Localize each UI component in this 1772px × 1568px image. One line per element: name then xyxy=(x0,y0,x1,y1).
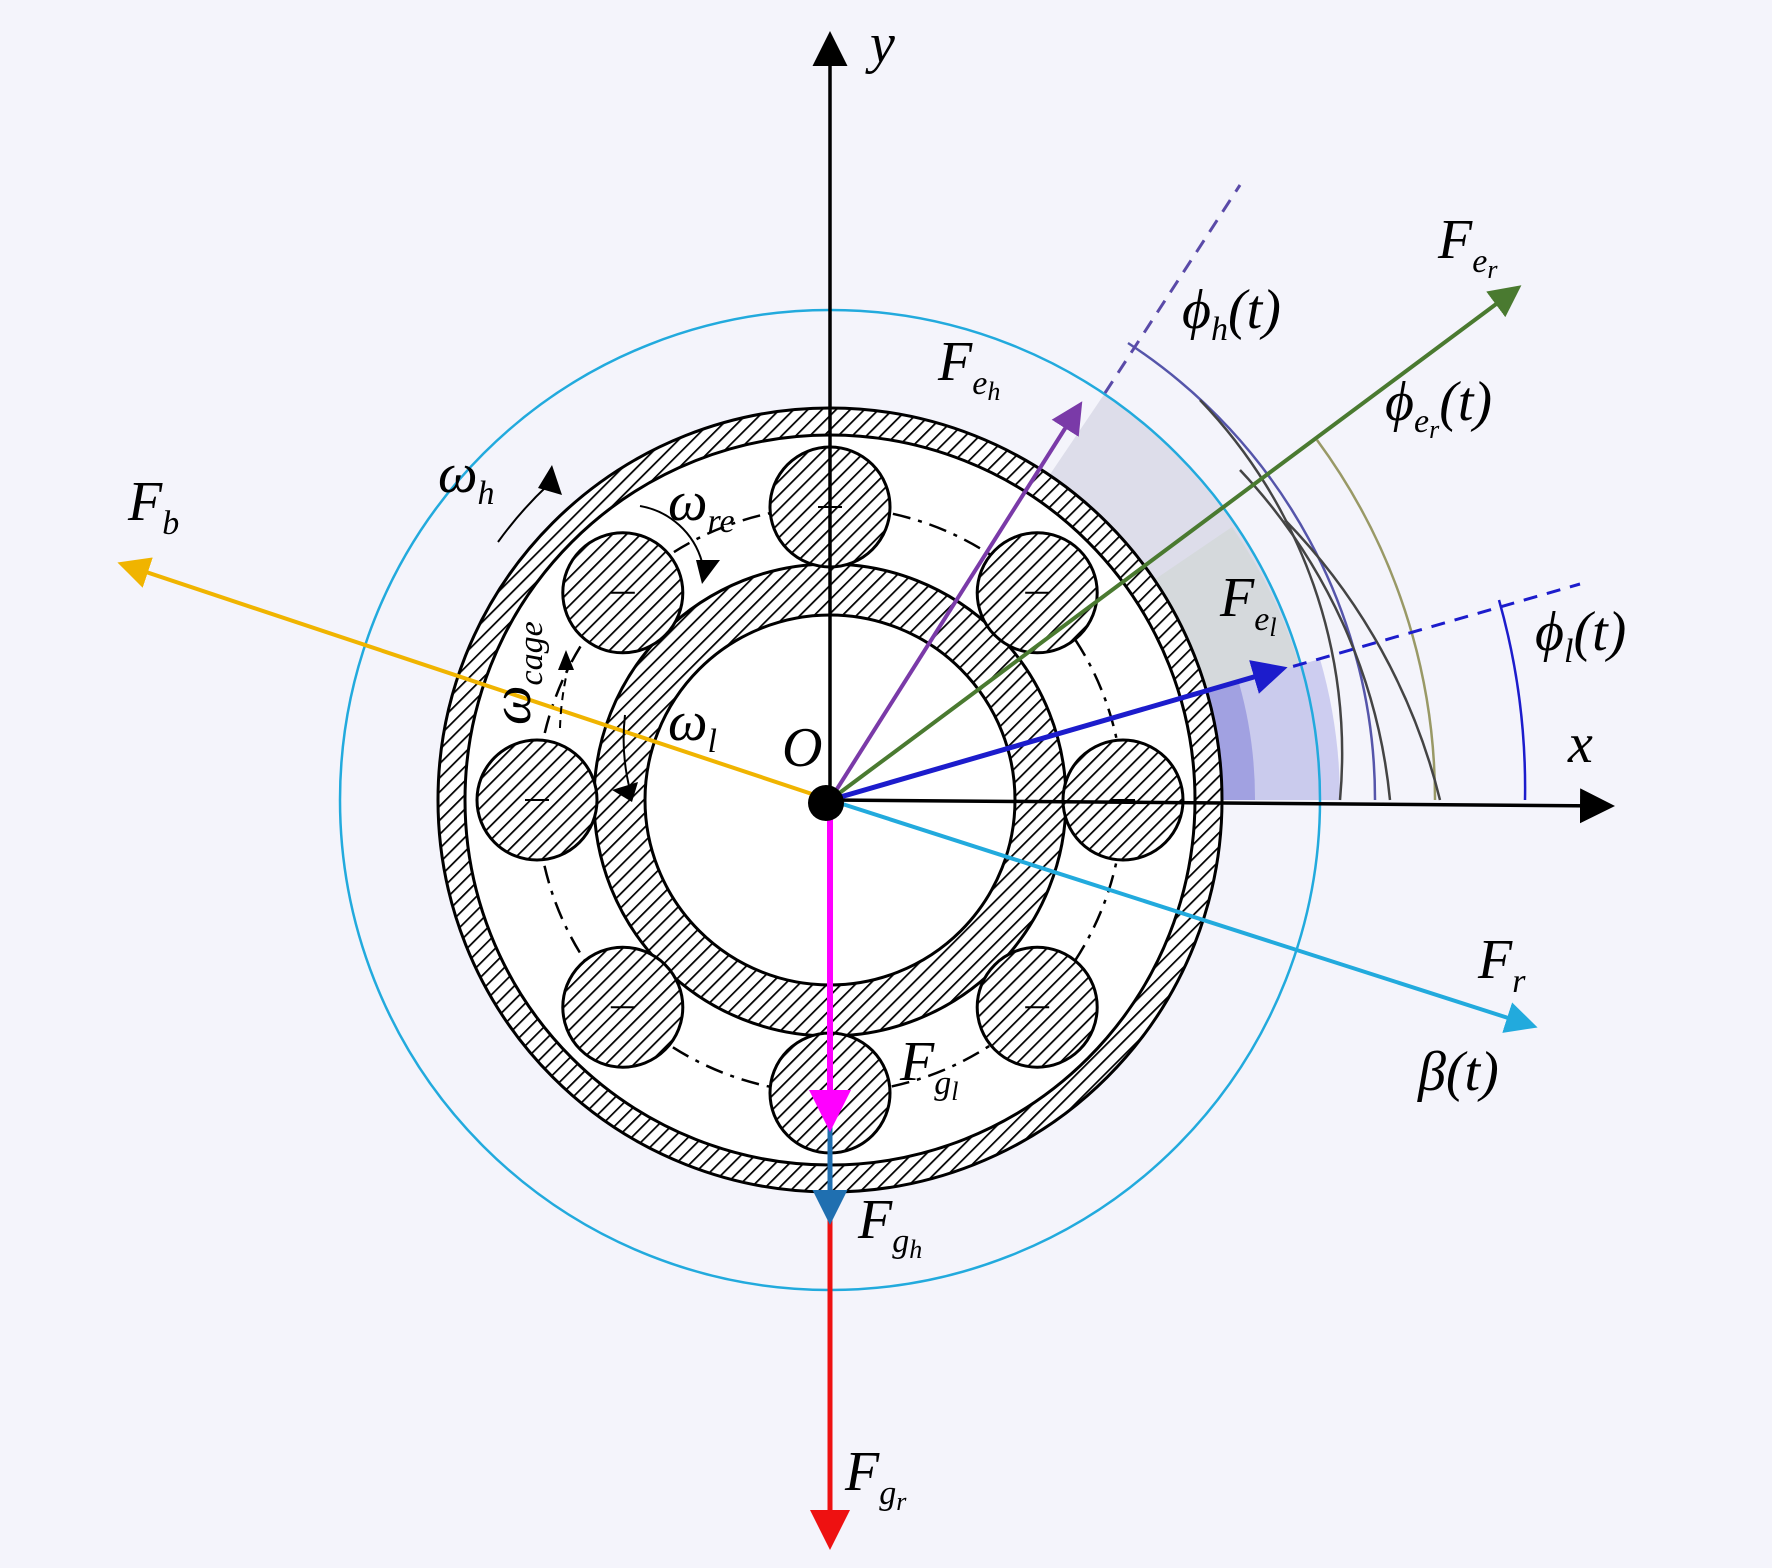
force-F-el-arrow xyxy=(829,660,1288,803)
force-F-er-arrow xyxy=(828,285,1522,802)
label-F-el: Fel xyxy=(1219,567,1277,642)
axes xyxy=(812,31,1615,824)
arc-phi-l xyxy=(1497,599,1527,801)
omega-re-arrowhead xyxy=(696,560,720,584)
force-F-eh-arrow xyxy=(828,401,1083,802)
omega-h-arc xyxy=(497,484,549,543)
label-omega-h: ωh xyxy=(438,443,495,512)
arc-phi-er xyxy=(1315,439,1437,801)
label-F-gr: Fgr xyxy=(844,1441,907,1516)
label-omega-l: ωl xyxy=(668,691,717,760)
arc-ring-2 xyxy=(1239,469,1392,801)
rotation-indicators xyxy=(497,465,720,802)
label-phi-l: ϕl(t) xyxy=(1535,601,1626,670)
label-F-gl: Fgl xyxy=(899,1031,958,1106)
labels: y x O Fer Feh Fel Fb Fr Fgl Fgh Fgr ϕh(t… xyxy=(127,13,1626,1516)
label-F-b: Fb xyxy=(127,471,179,542)
rolling-elements xyxy=(475,445,1185,1155)
x-axis xyxy=(829,788,1615,824)
label-F-r: Fr xyxy=(1477,929,1526,1000)
omega-h-arrowhead xyxy=(538,465,562,495)
force-vectors xyxy=(117,285,1538,1550)
phi-h-dashed-line xyxy=(1103,184,1242,394)
label-beta: β(t) xyxy=(1417,1041,1499,1103)
origin-point xyxy=(808,785,844,821)
angle-arcs xyxy=(1127,341,1527,801)
label-omega-cage: ωcage xyxy=(481,621,550,725)
omega-l-arrowhead xyxy=(612,782,638,802)
omega-l-arc xyxy=(622,714,631,791)
arc-ring-1 xyxy=(1199,399,1344,801)
arc-ring-3 xyxy=(1284,519,1442,801)
arc-phi-h xyxy=(1127,341,1377,801)
label-phi-h: ϕh(t) xyxy=(1182,279,1281,348)
label-F-er: Fer xyxy=(1437,209,1498,284)
omega-cage-arrowhead xyxy=(558,650,574,670)
origin-label: O xyxy=(782,717,822,779)
omega-cage-arc xyxy=(559,667,569,729)
label-omega-re: ωre xyxy=(668,471,735,540)
label-F-eh: Feh xyxy=(937,331,1000,406)
phi-l-dashed-line xyxy=(1269,582,1581,675)
y-axis-label: y xyxy=(865,13,895,75)
x-axis-label: x xyxy=(1567,713,1593,775)
force-F-r-arrow xyxy=(829,798,1538,1033)
label-F-gh: Fgh xyxy=(857,1189,922,1264)
label-phi-er: ϕer(t) xyxy=(1385,371,1492,444)
force-F-b-arrow xyxy=(117,557,831,802)
omega-re-arc xyxy=(639,505,703,563)
